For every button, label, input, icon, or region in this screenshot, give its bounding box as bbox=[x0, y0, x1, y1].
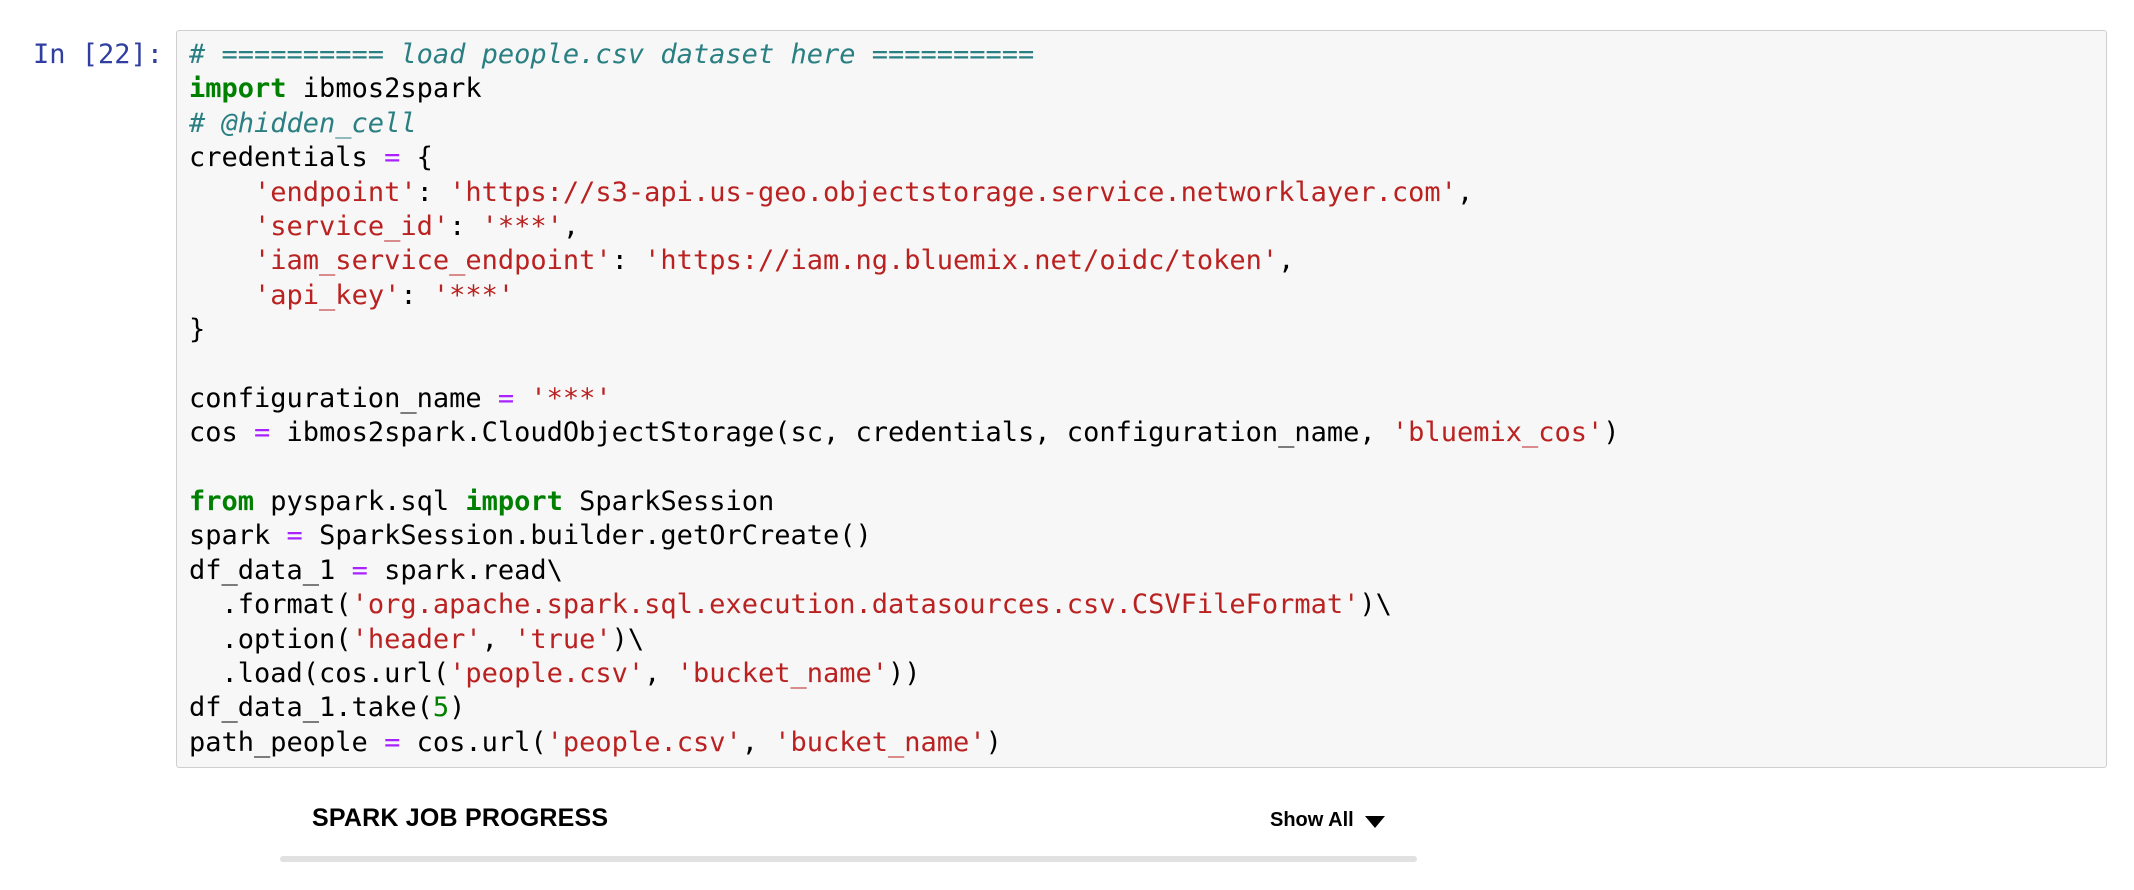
code-line: 'service_id': '***', bbox=[254, 210, 580, 242]
show-all-label: Show All bbox=[1270, 809, 1354, 831]
code-line: cos = ibmos2spark.CloudObjectStorage(sc,… bbox=[189, 417, 1620, 449]
code-line: } bbox=[189, 314, 206, 346]
show-all-dropdown[interactable]: Show All bbox=[1270, 808, 1385, 832]
code-line: spark = SparkSession.builder.getOrCreate… bbox=[189, 520, 872, 552]
code-line: from pyspark.sql import SparkSession bbox=[189, 486, 775, 518]
code-line: credentials = { bbox=[189, 142, 433, 174]
code-line bbox=[189, 348, 2094, 382]
code-line: # @hidden_cell bbox=[189, 107, 417, 139]
code-cell[interactable]: # ========== load people.csv dataset her… bbox=[176, 30, 2107, 769]
chevron-down-icon bbox=[1364, 815, 1385, 828]
code-line: df_data_1 = spark.read\ bbox=[189, 554, 563, 586]
code-line: df_data_1.take(5) bbox=[189, 692, 466, 724]
code-line: configuration_name = '***' bbox=[189, 382, 612, 414]
code-line: # ========== load people.csv dataset her… bbox=[189, 39, 1035, 70]
cell-input-prompt: In [22]: bbox=[32, 39, 163, 70]
code-line: 'endpoint': 'https://s3-api.us-geo.objec… bbox=[254, 176, 1474, 208]
spark-job-progress-title: SPARK JOB PROGRESS bbox=[312, 804, 609, 832]
code-line: path_people = cos.url('people.csv', 'buc… bbox=[189, 726, 1002, 758]
code-line: .load(cos.url('people.csv', 'bucket_name… bbox=[189, 658, 921, 690]
code-line: .format('org.apache.spark.sql.execution.… bbox=[189, 589, 1392, 621]
code-editor[interactable]: # ========== load people.csv dataset her… bbox=[189, 38, 2094, 760]
code-line: 'iam_service_endpoint': 'https://iam.ng.… bbox=[254, 245, 1295, 277]
code-line: .option('header', 'true')\ bbox=[189, 623, 645, 655]
spark-progress-bar bbox=[280, 856, 1417, 862]
code-line bbox=[189, 451, 2094, 485]
code-line: import ibmos2spark bbox=[189, 73, 482, 105]
code-line: 'api_key': '***' bbox=[254, 279, 515, 311]
